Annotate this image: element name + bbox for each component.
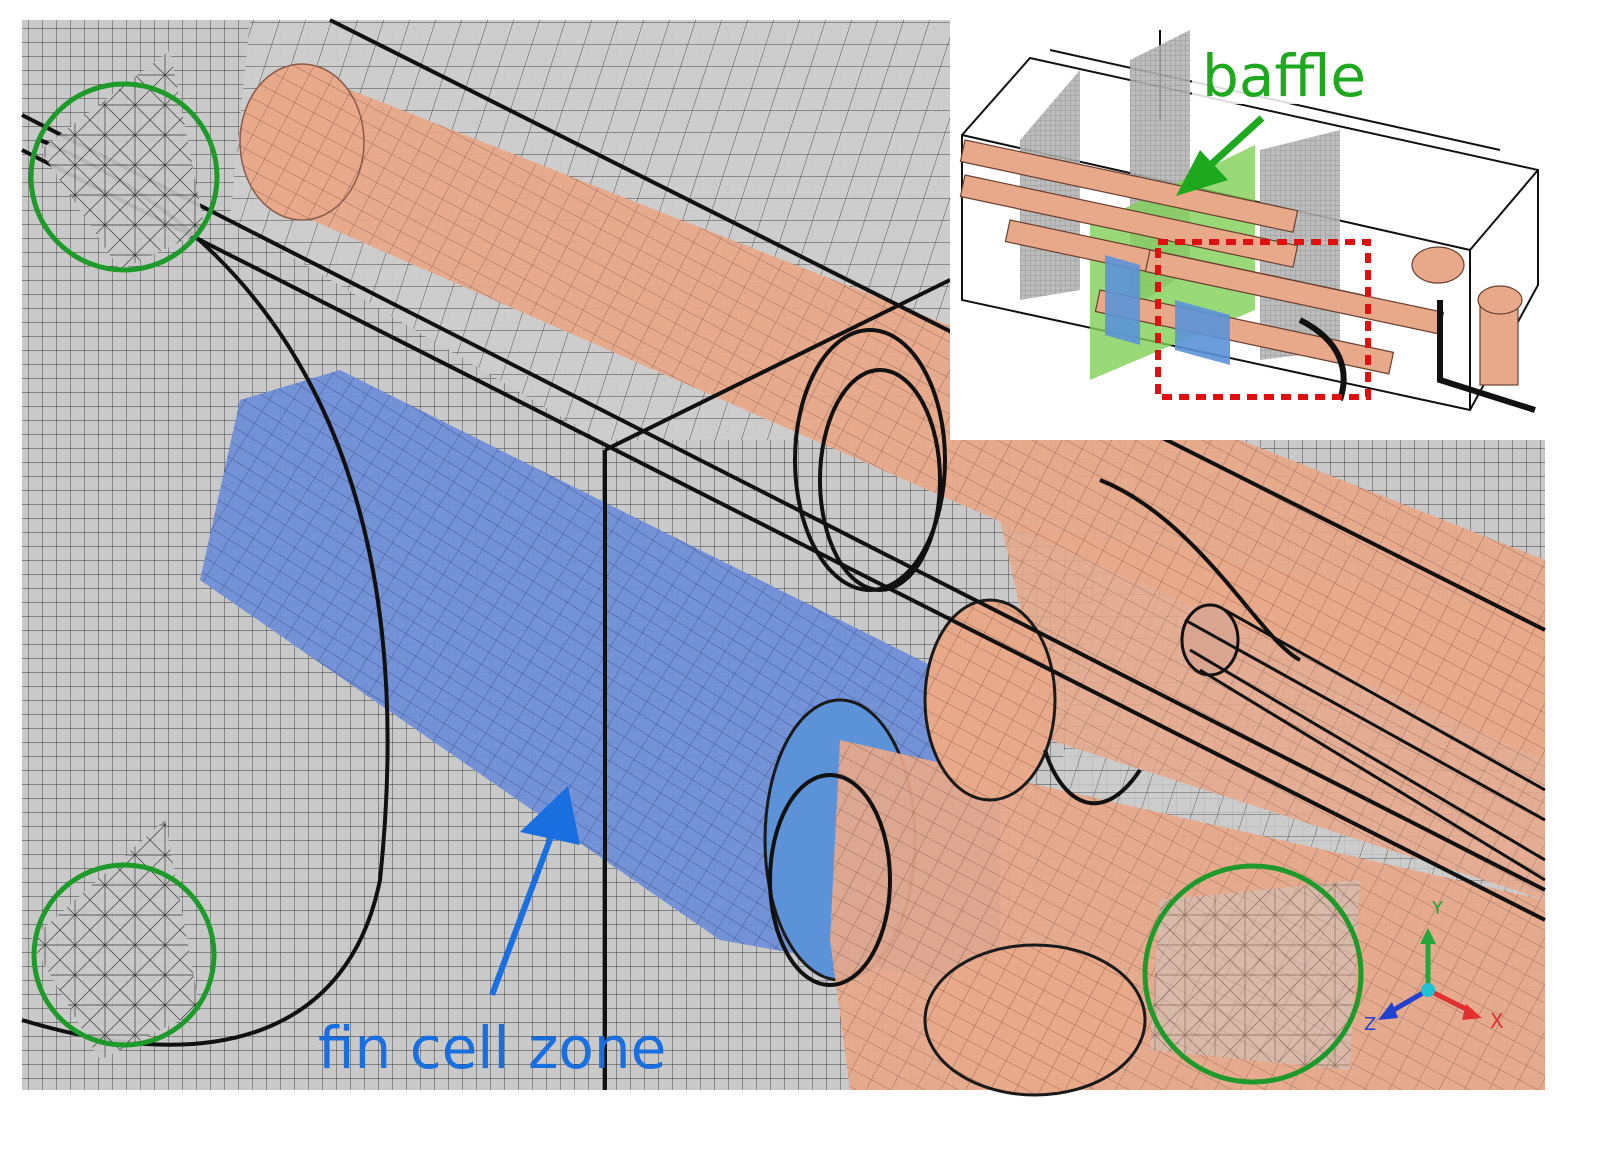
- arrow-icon: [1202, 115, 1265, 173]
- arrow-icon: [489, 824, 558, 997]
- axis-z-label: Z: [1364, 1014, 1376, 1035]
- unstructured-regions: [28, 50, 1364, 1085]
- axis-y-label: Y: [1431, 898, 1444, 919]
- xyz-triad-icon: Y X Z: [1364, 898, 1504, 1035]
- highlight-circle-bottom-left: [31, 862, 217, 1048]
- zoom-region-box: [1155, 239, 1371, 400]
- block-edges: [21, 18, 1546, 1090]
- tube-bundle: [1180, 603, 1546, 882]
- highlight-circle-top-left: [28, 81, 220, 273]
- highlight-circle-bottom-right: [1142, 863, 1364, 1085]
- inset-overview: baffle: [950, 20, 1545, 440]
- fin-zone-label: fin cell zone: [318, 1014, 666, 1082]
- baffle-label: baffle: [1202, 42, 1366, 110]
- axis-x-label: X: [1490, 1009, 1504, 1033]
- fin-zone-annotation: fin cell zone: [318, 786, 666, 1082]
